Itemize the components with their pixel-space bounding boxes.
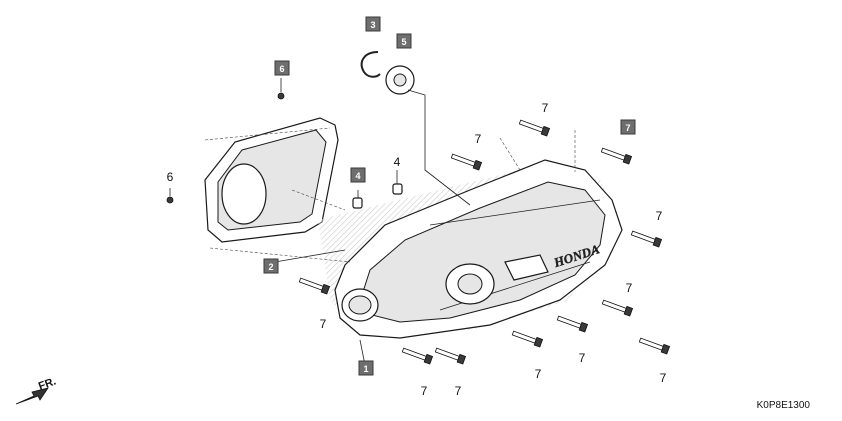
callout-7-f: 7: [579, 351, 586, 365]
callout-6: 6: [167, 170, 174, 184]
bolt: [298, 119, 671, 365]
callout-7-g: 7: [535, 367, 542, 381]
callout-3: 3: [365, 16, 381, 32]
svg-text:5: 5: [401, 37, 406, 47]
callout-7-i: 7: [455, 384, 462, 398]
crankcase-cover: [318, 159, 623, 339]
bearing: [385, 65, 415, 95]
callout-6-box: 6: [274, 60, 290, 76]
callout-4: 4: [394, 155, 401, 169]
callout-4-box: 4: [350, 167, 366, 183]
callout-2: 2: [263, 258, 279, 274]
callout-7-b: 7: [475, 132, 482, 146]
svg-text:4: 4: [355, 171, 360, 181]
callout-7-box: 7: [620, 119, 636, 135]
callout-7-a: 7: [542, 101, 549, 115]
svg-text:3: 3: [370, 20, 375, 30]
callout-7-c: 7: [656, 209, 663, 223]
svg-text:2: 2: [268, 262, 273, 272]
dowel-pin: [352, 183, 403, 209]
leader-lines: [169, 78, 576, 366]
svg-text:1: 1: [363, 364, 368, 374]
callout-5: 5: [396, 33, 412, 49]
screw: [166, 92, 285, 204]
svg-text:6: 6: [279, 64, 284, 74]
front-arrow-icon: FR.: [15, 375, 58, 405]
direction-label: FR.: [37, 375, 58, 392]
callout-1: 1: [358, 360, 374, 376]
callout-7-e: 7: [626, 281, 633, 295]
diagram-code: K0P8E1300: [756, 400, 810, 411]
callout-7-h: 7: [421, 384, 428, 398]
callout-7-j: 7: [660, 371, 667, 385]
gasket: [204, 117, 339, 243]
circlip: [360, 51, 381, 78]
svg-text:7: 7: [625, 123, 630, 133]
callout-7-d: 7: [320, 317, 327, 331]
callout-numbers: 6 4 7 7 7 7 7 7 7 7 7 7: [167, 101, 667, 398]
